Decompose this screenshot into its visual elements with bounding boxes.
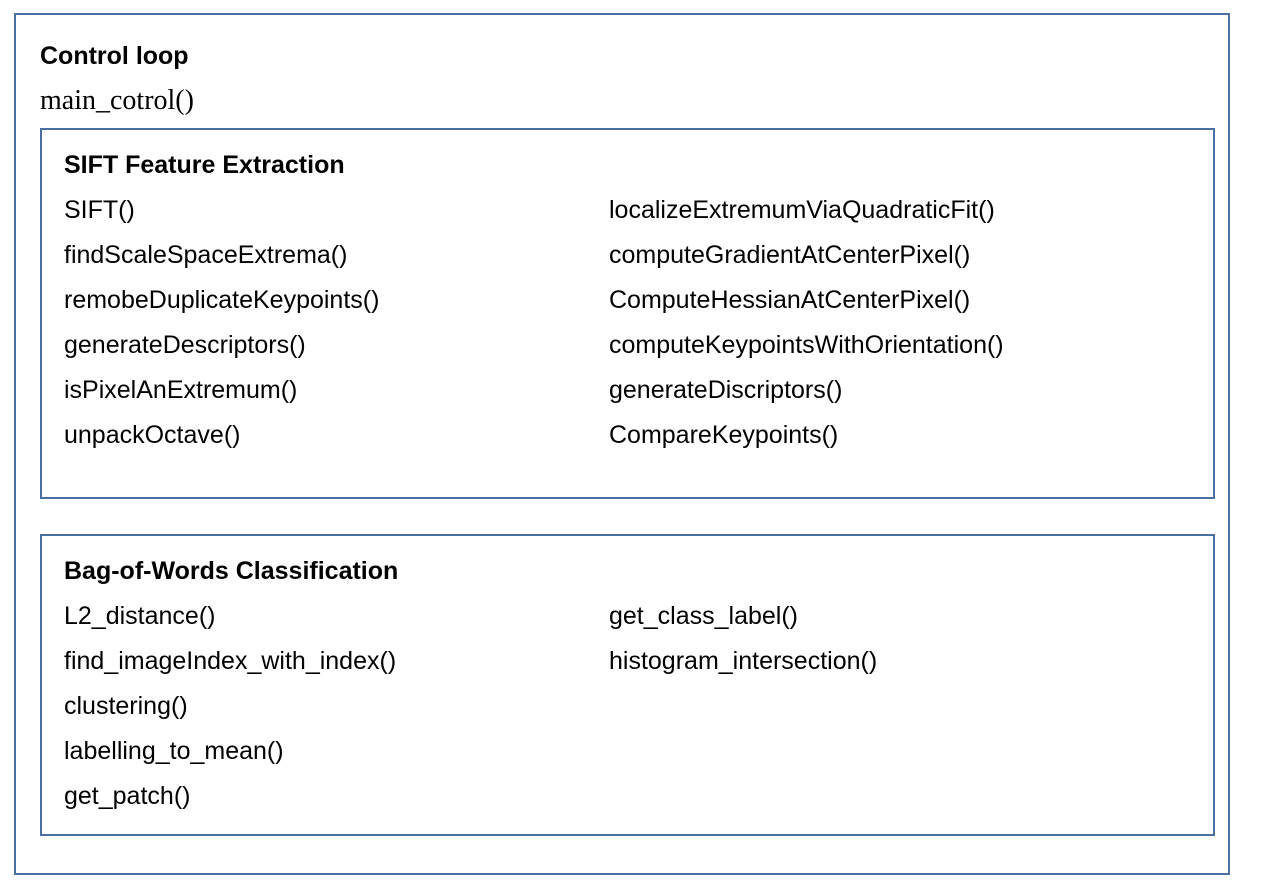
sift-left-function-list: SIFT() findScaleSpaceExtrema() remobeDup… (64, 195, 379, 465)
function-item: CompareKeypoints() (609, 421, 839, 449)
sift-module-title: SIFT Feature Extraction (64, 151, 345, 179)
function-item: computeGradientAtCenterPixel() (609, 241, 971, 269)
function-item: L2_distance() (64, 602, 216, 630)
function-item: SIFT() (64, 196, 135, 224)
function-item: generateDescriptors() (64, 331, 306, 359)
control-loop-box: Control loop main_cotrol() SIFT Feature … (14, 13, 1230, 875)
function-item: ComputeHessianAtCenterPixel() (609, 286, 971, 314)
control-loop-title: Control loop (40, 42, 189, 70)
sift-feature-extraction-box: SIFT Feature Extraction SIFT() findScale… (40, 128, 1215, 499)
function-item: labelling_to_mean() (64, 737, 284, 765)
bag-of-words-classification-box: Bag-of-Words Classification L2_distance(… (40, 534, 1215, 836)
bow-left-function-list: L2_distance() find_imageIndex_with_index… (64, 601, 396, 826)
function-item: clustering() (64, 692, 188, 720)
function-item: find_imageIndex_with_index() (64, 647, 397, 675)
function-item: get_patch() (64, 782, 191, 810)
function-item: generateDiscriptors() (609, 376, 843, 404)
function-item: computeKeypointsWithOrientation() (609, 331, 1004, 359)
function-item: remobeDuplicateKeypoints() (64, 286, 380, 314)
function-item: isPixelAnExtremum() (64, 376, 298, 404)
function-item: get_class_label() (609, 602, 798, 630)
sift-right-function-list: localizeExtremumViaQuadraticFit() comput… (609, 195, 1004, 465)
function-item: findScaleSpaceExtrema() (64, 241, 348, 269)
function-item: unpackOctave() (64, 421, 241, 449)
control-loop-function: main_cotrol() (40, 85, 194, 116)
bow-right-function-list: get_class_label() histogram_intersection… (609, 601, 877, 691)
bow-module-title: Bag-of-Words Classification (64, 557, 399, 585)
function-item: localizeExtremumViaQuadraticFit() (609, 196, 995, 224)
function-item: histogram_intersection() (609, 647, 878, 675)
